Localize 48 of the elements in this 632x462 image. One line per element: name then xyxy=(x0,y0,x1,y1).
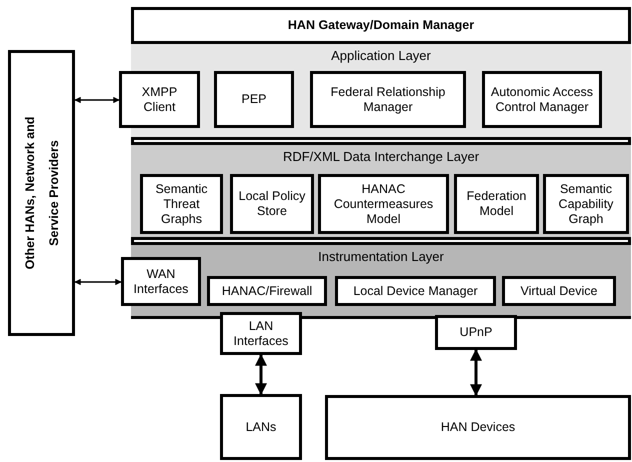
box-label: LAN Interfaces xyxy=(232,318,290,348)
component-box xyxy=(119,71,200,128)
double-arrow xyxy=(255,354,267,396)
layer-title: Instrumentation Layer xyxy=(318,248,444,266)
component-box xyxy=(214,71,294,128)
component-box xyxy=(325,395,631,460)
component-box xyxy=(140,174,223,234)
layer-title: Application Layer xyxy=(331,47,431,65)
component-box xyxy=(207,276,327,306)
box-label: WAN Interfaces xyxy=(132,266,190,296)
box-label: Virtual Device xyxy=(520,284,598,298)
component-box xyxy=(335,276,496,306)
box-label: Semantic Threat Graphs xyxy=(154,182,209,226)
layer-title: RDF/XML Data Interchange Layer xyxy=(282,148,480,166)
box-label: Federal Relationship Manager xyxy=(330,84,446,114)
component-box xyxy=(454,174,539,234)
component-box xyxy=(482,71,602,128)
gateway-frame xyxy=(131,7,631,319)
box-label: Local Policy Store xyxy=(238,189,306,219)
double-arrow xyxy=(74,278,122,286)
double-arrow xyxy=(74,96,120,104)
box-label: XMPP Client xyxy=(140,84,178,114)
provider-box xyxy=(8,50,75,336)
component-box xyxy=(230,174,314,234)
component-box xyxy=(220,312,302,355)
box-label: Autonomic Access Control Manager xyxy=(490,84,594,114)
box-label: Federation Model xyxy=(466,189,528,219)
component-box xyxy=(318,174,449,234)
component-box xyxy=(435,315,517,350)
layer-band xyxy=(131,41,631,140)
double-arrow xyxy=(470,348,482,396)
component-box xyxy=(220,394,302,460)
box-label: Local Device Manager xyxy=(353,284,478,298)
component-box xyxy=(543,174,629,234)
gateway-title: HAN Gateway/Domain Manager xyxy=(288,17,474,34)
layer-band xyxy=(131,142,631,240)
provider-label: Other HANs, Network and Service Providers xyxy=(22,116,60,270)
box-label: UPnP xyxy=(460,325,492,340)
box-label: HAN Devices xyxy=(440,420,516,435)
component-box xyxy=(310,71,466,128)
box-label: HANAC Countermeasures Model xyxy=(332,182,434,226)
component-box xyxy=(502,276,616,306)
box-label: Semantic Capability Graph xyxy=(558,182,614,226)
box-label: HANAC/Firewall xyxy=(222,284,312,298)
box-label: LANs xyxy=(246,420,276,434)
component-box xyxy=(121,257,201,306)
layer-band xyxy=(131,242,631,319)
box-label: PEP xyxy=(241,92,266,107)
